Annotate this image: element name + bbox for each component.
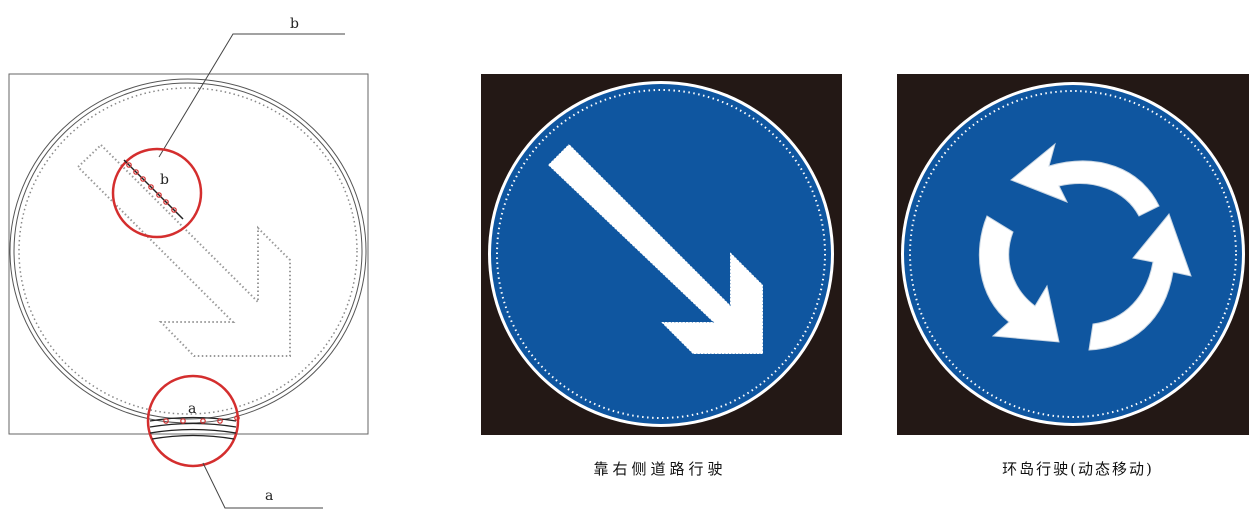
detail-a-edges: [149, 416, 237, 440]
callout-b-leader: [158, 33, 345, 158]
keep-right-caption: 靠右侧道路行驶: [593, 460, 727, 478]
keep-right-sign: [488, 81, 834, 427]
inner-ring: [13, 82, 363, 420]
keep-right-sign-panel: [481, 74, 842, 435]
schematic-svg: b b a a: [8, 16, 369, 509]
callout-a-leader: [202, 462, 323, 509]
callout-a-label: a: [265, 488, 273, 504]
sign-led-ring: [909, 90, 1237, 418]
roundabout-sign-panel: [897, 74, 1249, 435]
keep-right-arrow-icon: [548, 144, 763, 354]
detail-b-leds: [126, 162, 177, 213]
sign-blue-face: [904, 85, 1242, 423]
detail-circle-a: [146, 374, 240, 468]
sign-led-ring: [496, 89, 826, 419]
led-ring-dots: [18, 87, 358, 415]
detail-b-label: b: [160, 172, 169, 188]
outer-ring: [9, 78, 367, 424]
arrow-led-dots: [547, 143, 764, 355]
roundabout-caption: 环岛行驶(动态移动): [1002, 460, 1154, 478]
detail-a-leds: [163, 415, 240, 424]
schematic-frame: [8, 73, 369, 435]
roundabout-sign: [901, 82, 1245, 426]
callout-b-label: b: [290, 16, 299, 32]
schematic-drawing: b b a a: [0, 0, 440, 512]
detail-a-label: a: [188, 401, 196, 417]
detail-b-edge: [123, 159, 184, 220]
arrow-outline: [76, 143, 291, 357]
detail-circle-b: [111, 147, 203, 239]
roundabout-arrows-icon: [978, 142, 1192, 351]
